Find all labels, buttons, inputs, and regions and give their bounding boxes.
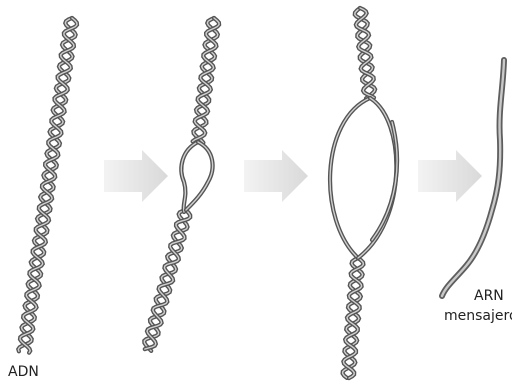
process-arrow-2 — [244, 150, 308, 202]
transcription-bubble-dna — [330, 8, 397, 378]
dna-double-helix — [18, 18, 77, 353]
mrna-label-line1: ARN — [474, 288, 504, 304]
process-arrow-1 — [104, 150, 168, 202]
dna-label: ADN — [8, 364, 39, 380]
mrna-label-line2: mensajero — [444, 308, 512, 324]
process-arrow-3 — [418, 150, 482, 202]
